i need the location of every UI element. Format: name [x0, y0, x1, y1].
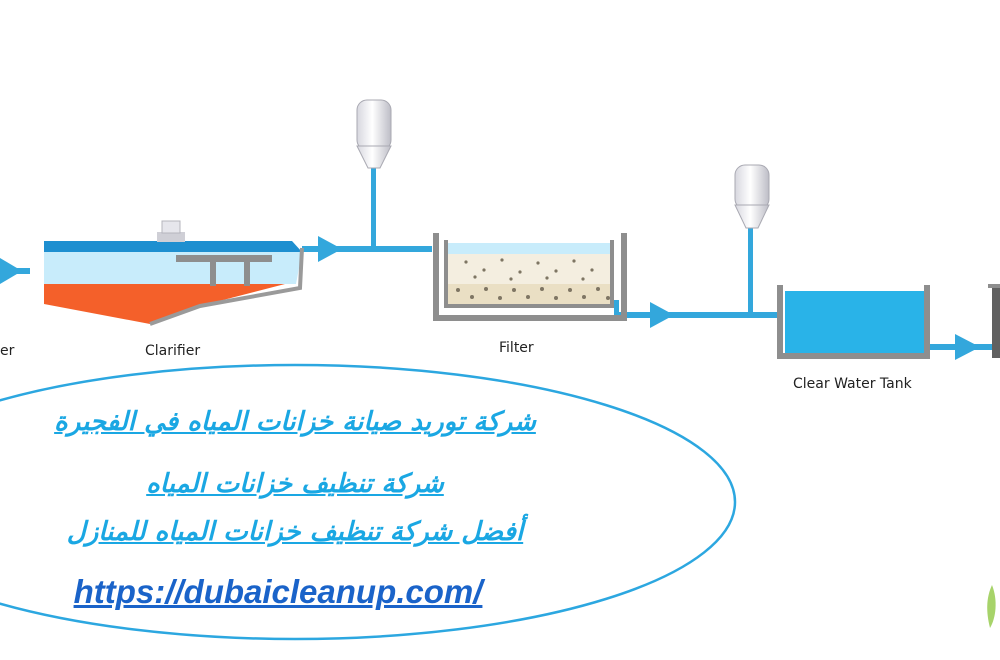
filter-inner-wall-left	[444, 240, 448, 308]
label-clear-water-tank: Clear Water Tank	[793, 376, 912, 392]
silo-1-cone	[356, 145, 392, 169]
flow-arrows	[0, 236, 980, 360]
clarifier-top-rim	[44, 241, 302, 252]
pipe-filter-outlet-down	[614, 300, 619, 316]
text-ellipse	[0, 363, 737, 641]
flow-arrow-to-filter	[318, 236, 342, 262]
flow-arrow-to-tank	[650, 302, 674, 328]
leaf-accent	[987, 585, 996, 628]
filter-bottom-plate	[444, 304, 614, 308]
filter-water-top	[444, 243, 614, 254]
dosing-silo-2	[734, 164, 770, 229]
clarifier-bridge-leg-1	[210, 260, 216, 286]
silo-1-body	[356, 99, 392, 151]
flow-arrow-inlet	[0, 258, 22, 284]
pipe-filter-to-tank	[614, 312, 780, 318]
filter-inner-wall-right	[610, 240, 614, 308]
clarifier-side-frame	[149, 247, 304, 326]
clarifier-drive-motor	[161, 220, 181, 234]
clear-water-tank	[777, 285, 930, 359]
filter-media-grains	[456, 258, 610, 300]
tank-water	[785, 291, 924, 353]
pipe-clarifier-to-filter	[302, 246, 432, 252]
tank-frame	[777, 285, 930, 359]
ad-line-3: أفضل شركة تنظيف خزانات المياه للمنازل	[66, 517, 524, 547]
ad-line-2: شركة تنظيف خزانات المياه	[146, 469, 444, 499]
ad-website-link[interactable]: https://dubaicleanup.com/	[73, 573, 483, 610]
clarifier	[44, 220, 304, 326]
pipe-dosing-1-vertical	[371, 168, 376, 250]
ad-line-1: شركة توريد صيانة خزانات المياه في الفجير…	[54, 407, 536, 437]
silo-2-cone	[734, 204, 770, 229]
clarifier-bridge	[176, 255, 272, 262]
next-unit-rim	[988, 284, 1000, 288]
clarifier-bridge-leg-2	[244, 260, 250, 286]
label-feed-partial: er	[0, 343, 15, 359]
next-unit-body	[992, 286, 1000, 358]
label-clarifier: Clarifier	[145, 343, 201, 359]
next-unit-partial	[988, 284, 1000, 358]
pipe-dosing-2-vertical	[748, 228, 753, 316]
dosing-silo-1	[356, 99, 392, 169]
filter-media-gravel	[444, 284, 614, 304]
filter-frame	[433, 233, 627, 321]
silo-2-body	[734, 164, 770, 210]
clarifier-drive-base	[157, 232, 185, 242]
filter-unit	[433, 233, 627, 321]
label-filter: Filter	[499, 340, 534, 356]
filter-media-sand	[444, 254, 614, 284]
flow-arrow-outlet	[955, 334, 980, 360]
clarifier-sludge	[44, 284, 285, 324]
